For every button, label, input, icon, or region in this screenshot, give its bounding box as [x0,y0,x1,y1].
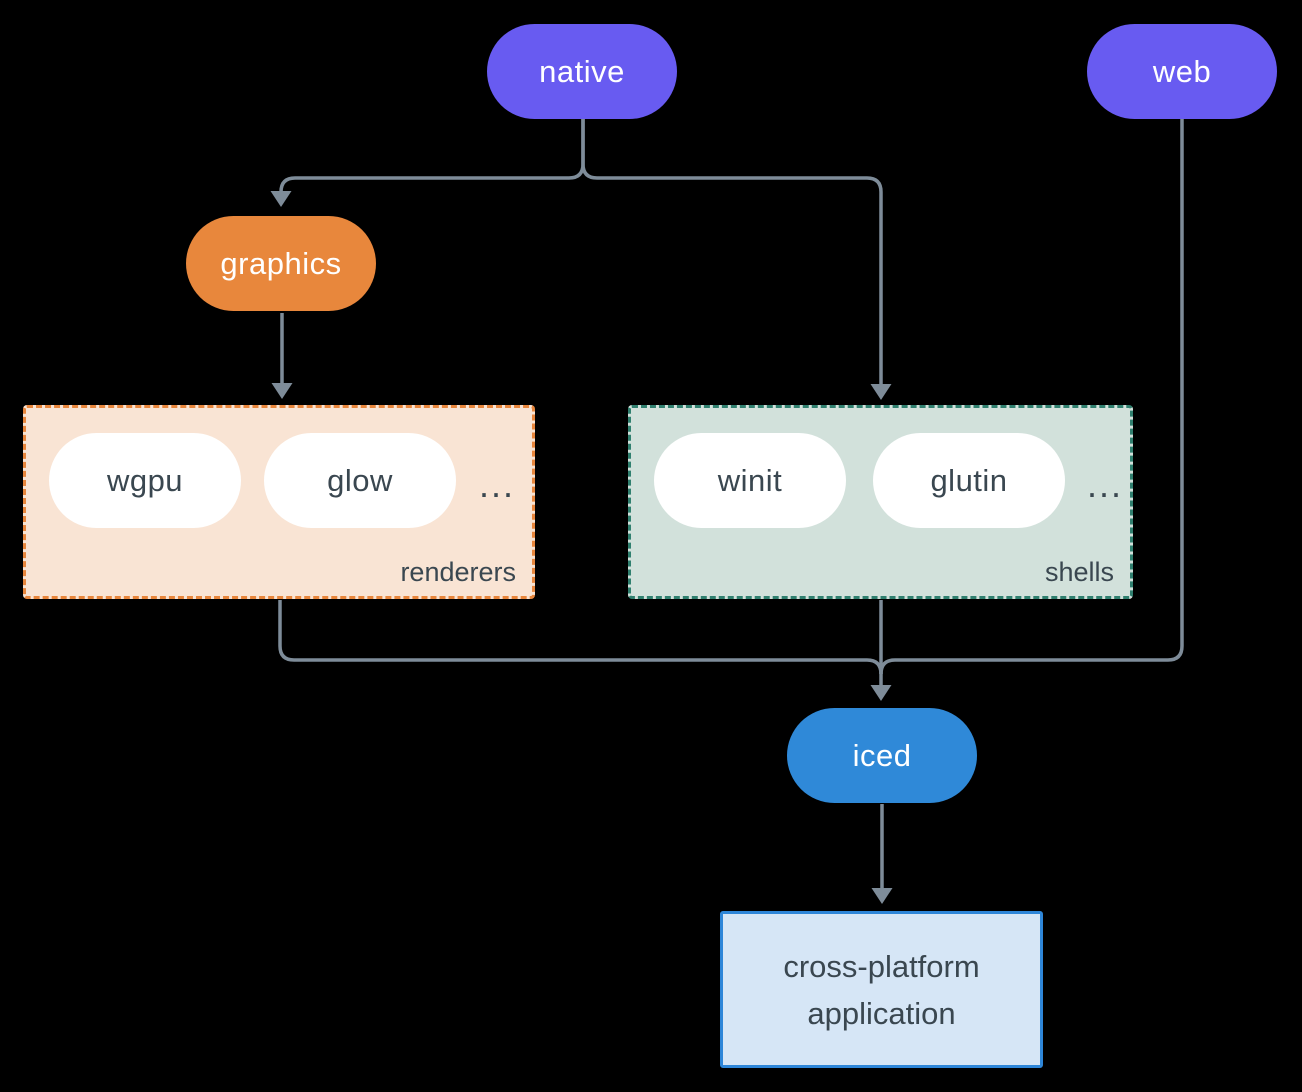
edge-native-graphics [279,118,585,193]
node-graphics: graphics [186,216,376,311]
renderers-ellipsis: ... [479,433,515,528]
arrowhead-application [871,888,893,904]
group-renderers: wgpu glow ... renderers [23,405,535,599]
application-label-line1: cross-platform [783,948,980,984]
shells-label: shells [1044,557,1114,587]
arrowhead-shells [870,384,892,400]
node-glow: glow [264,433,456,528]
ellipsis-text: ... [479,463,516,505]
node-iced: iced [787,708,977,803]
node-glutin: glutin [873,433,1065,528]
node-winit: winit [654,433,846,528]
node-web: web [1087,24,1277,119]
edge-native-shells [581,118,883,385]
group-shells: winit glutin ... shells [628,405,1133,599]
application-label-line2: application [807,995,956,1031]
shells-ellipsis: ... [1087,433,1123,528]
arrowhead-graphics [270,191,292,207]
node-wgpu: wgpu [49,433,241,528]
renderers-label: renderers [400,557,516,587]
edge-renderers-iced [278,600,883,675]
node-native: native [487,24,677,119]
ellipsis-text: ... [1087,463,1124,505]
arrowhead-renderers [271,383,293,399]
arrowhead-iced [870,685,892,701]
node-cross-platform-application: cross-platform application [720,911,1043,1068]
